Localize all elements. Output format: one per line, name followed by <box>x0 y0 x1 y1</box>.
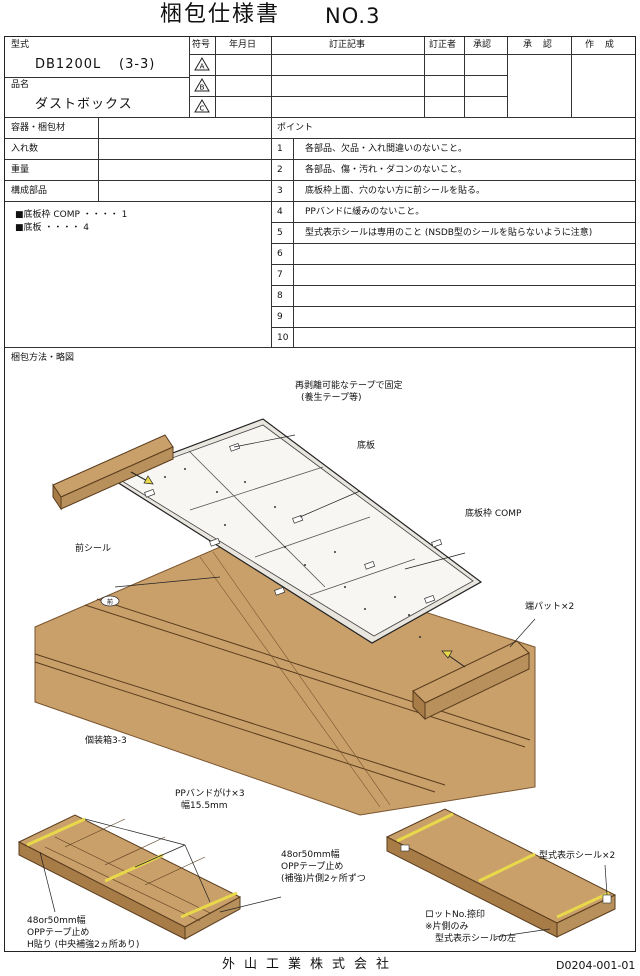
document-title: 梱包仕様書 <box>160 2 281 27</box>
tape-left-note: OPPテープ止め <box>27 928 90 938</box>
company-name: 外山工業株式会社 <box>222 957 399 972</box>
point-number: 8 <box>277 291 283 301</box>
model-label: 型式 <box>11 40 30 50</box>
col-editor: 訂正者 <box>429 40 457 50</box>
bottom-plate-label: 底板 <box>357 441 376 451</box>
point-number: 1 <box>277 144 283 154</box>
svg-text:A: A <box>200 63 205 71</box>
tape-left-note: H貼り (中央補強2ヵ所あり) <box>27 940 140 950</box>
container-label: 容器・梱包材 <box>11 123 66 133</box>
box-label: 個装箱3-3 <box>85 736 127 746</box>
packing-diagram: 前 <box>17 418 617 940</box>
pp-band <box>180 891 238 919</box>
create-label: 作 成 <box>585 40 618 50</box>
col-date: 年月日 <box>229 40 257 50</box>
model-seal-icon <box>602 894 612 904</box>
document-number: NO.3 <box>325 4 381 28</box>
point-text: 各部品、欠品・入れ間違いのないこと。 <box>305 144 468 154</box>
lot-note: 型式表示シールの左 <box>435 934 517 944</box>
lot-note: ロットNo.捺印 <box>425 910 485 920</box>
point-number: 7 <box>277 270 283 280</box>
tape-mid-note: 48or50mm幅 <box>281 850 340 860</box>
tape-mid-note: OPPテープ止め <box>281 862 344 872</box>
svg-text:C: C <box>200 105 205 113</box>
point-number: 3 <box>277 186 283 196</box>
end-pad-label: 端パット×2 <box>525 602 575 612</box>
parts-item: ■底板枠 COMP ・・・・ 1 <box>15 210 128 220</box>
points-label: ポイント <box>277 123 314 133</box>
pp-band <box>104 853 164 883</box>
point-number: 4 <box>277 207 283 217</box>
product-value: ダストボックス <box>35 97 133 112</box>
revision-b-icon: B <box>194 78 210 92</box>
col-approve: 承認 <box>473 40 492 50</box>
point-number: 5 <box>277 228 283 238</box>
point-number: 2 <box>277 165 283 175</box>
point-text: 底板枠上面、穴のない方に前シールを貼る。 <box>305 186 486 196</box>
spec-sheet: 型式 DB1200L (3-3) 品名 ダストボックス 符号 年月日 訂正記事 … <box>4 36 636 952</box>
approve-label: 承 認 <box>523 40 556 50</box>
parts-label: 構成部品 <box>11 186 48 196</box>
arrow-icon <box>143 475 154 485</box>
svg-text:B: B <box>200 84 205 92</box>
point-number: 9 <box>277 312 283 322</box>
front-seal-label: 前シール <box>75 544 112 554</box>
pp-band-width: 幅15.5mm <box>181 801 228 811</box>
arrow-icon <box>441 650 453 659</box>
frame-comp-label: 底板枠 COMP <box>465 509 522 519</box>
point-number: 6 <box>277 249 283 259</box>
tape-note: (養生テープ等) <box>301 393 362 403</box>
revision-c-icon: C <box>194 99 210 113</box>
front-seal-icon <box>100 595 120 607</box>
pp-band <box>26 817 86 847</box>
document-code: D0204-001-01 <box>556 959 636 972</box>
diagram-section-label: 梱包方法・略図 <box>11 353 75 363</box>
point-text: 各部品、傷・汚れ・ダコンのないこと。 <box>305 165 468 175</box>
tape-note: 再剥離可能なテープで固定 <box>295 381 403 391</box>
pp-band-label: PPバンドがけ×3 <box>175 789 245 799</box>
model-suffix: (3-3) <box>119 57 156 72</box>
quantity-label: 入れ数 <box>11 144 39 154</box>
model-value: DB1200L <box>35 57 102 72</box>
model-seal-label: 型式表示シール×2 <box>539 851 616 861</box>
lot-note: ※片側のみ <box>425 922 469 932</box>
revision-a-icon: A <box>194 57 210 71</box>
col-symbol: 符号 <box>192 40 211 50</box>
product-label: 品名 <box>11 80 30 90</box>
point-number: 10 <box>277 333 289 343</box>
tape-mid-note: (補強)片側2ヶ所ずつ <box>281 874 366 884</box>
weight-label: 重量 <box>11 165 30 175</box>
point-text: PPバンドに緩みのないこと。 <box>305 207 425 217</box>
col-content: 訂正記事 <box>329 40 366 50</box>
parts-item: ■底板 ・・・・ 4 <box>15 223 89 233</box>
point-text: 型式表示シールは専用のこと (NSDB型のシールを貼らないように注意) <box>305 228 593 238</box>
svg-text:前: 前 <box>107 598 113 606</box>
tape-left-note: 48or50mm幅 <box>27 916 86 926</box>
